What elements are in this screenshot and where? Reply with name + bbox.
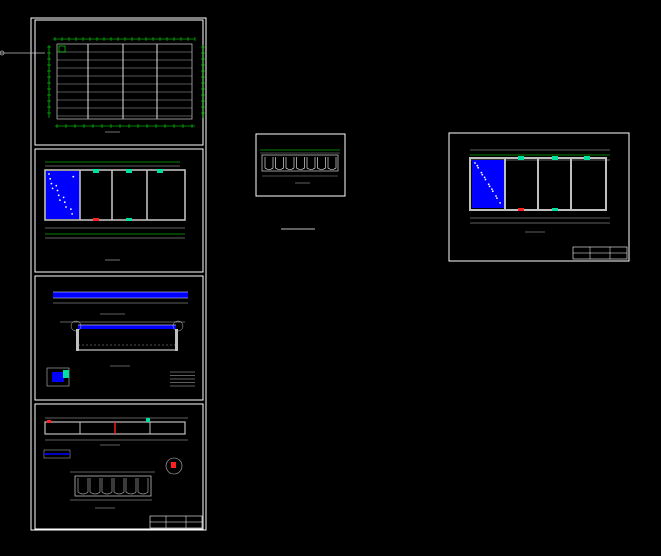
sheet-plan-grid[interactable] <box>34 19 205 146</box>
leader-marker <box>0 50 5 56</box>
left-column-frame <box>30 17 207 531</box>
sheet-small-section[interactable] <box>255 133 346 230</box>
sheet-right-plan[interactable] <box>448 132 630 262</box>
sheet-plan-tanks[interactable] <box>34 148 204 273</box>
sheet-section[interactable] <box>34 275 204 401</box>
sheet-detail[interactable] <box>34 403 204 530</box>
